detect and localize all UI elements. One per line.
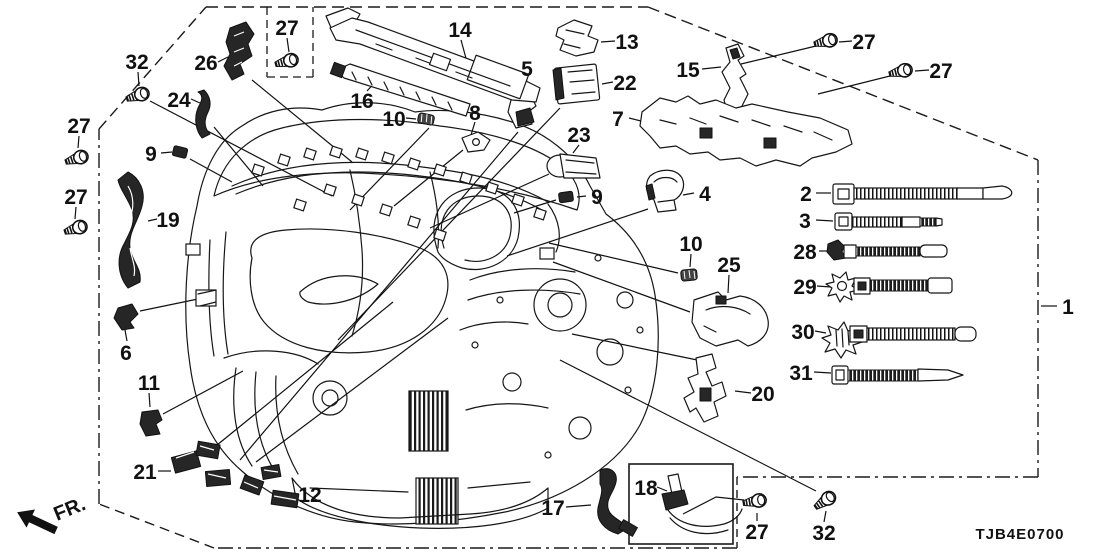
callout-7[interactable]: 7	[612, 108, 624, 131]
callout-13[interactable]: 13	[615, 31, 638, 54]
part-21-connector-cluster	[170, 440, 232, 488]
part-10-clips	[417, 112, 698, 282]
callout-11[interactable]: 11	[138, 372, 161, 395]
part-20-bracket	[683, 353, 727, 423]
part-25-bracket	[691, 291, 769, 347]
callout-12[interactable]: 12	[298, 484, 321, 507]
bolt-27-top-right-2	[886, 61, 915, 82]
callout-9-left[interactable]: 9	[145, 143, 157, 166]
callout-17[interactable]: 17	[541, 497, 564, 520]
callout-6[interactable]: 6	[120, 342, 132, 365]
callout-4[interactable]: 4	[699, 183, 711, 206]
callout-27-left-2[interactable]: 27	[64, 186, 87, 209]
fr-label: FR.	[51, 493, 89, 525]
bolt-32-top-left	[123, 84, 152, 107]
part-15-bracket	[721, 43, 749, 115]
cable-tie-2	[832, 183, 1013, 205]
callouts: 27 32 26 24 14 16 10 8 5 13 22 23 7 15 2…	[64, 17, 1074, 545]
part-16-harness-holder	[329, 61, 471, 117]
diagram-code: TJB4E0700	[975, 526, 1064, 543]
part-9-clips	[171, 145, 574, 204]
fr-arrow-icon	[17, 509, 58, 535]
callout-5[interactable]: 5	[521, 58, 533, 81]
callout-23[interactable]: 23	[567, 124, 590, 147]
diagram-border	[98, 6, 1039, 549]
part-6-clip	[113, 303, 139, 331]
bolt-32-bottom	[810, 487, 839, 514]
callout-15[interactable]: 15	[676, 59, 700, 82]
part-13-clip-bracket	[555, 19, 599, 57]
callout-9-right[interactable]: 9	[591, 186, 603, 209]
bolt-27-left-1	[62, 147, 91, 170]
part-box-18	[628, 463, 734, 545]
callout-27-tr-2[interactable]: 27	[929, 60, 952, 83]
part-23-connector	[546, 153, 601, 179]
cable-tie-31	[831, 365, 964, 385]
cable-tie-29	[825, 271, 953, 303]
cable-tie-30	[821, 321, 977, 359]
callout-3[interactable]: 3	[799, 210, 811, 233]
callout-30[interactable]: 30	[791, 321, 814, 344]
cable-tie-28	[826, 239, 948, 261]
callout-box-27	[266, 7, 314, 78]
callout-31[interactable]: 31	[789, 362, 813, 385]
bolt-27-bottom	[741, 491, 768, 511]
callout-8[interactable]: 8	[469, 102, 481, 125]
part-26-connector	[223, 21, 255, 81]
callout-22[interactable]: 22	[613, 72, 636, 95]
callout-1[interactable]: 1	[1062, 296, 1074, 319]
harness-connectors	[185, 145, 555, 307]
bolt-27-boxed	[272, 51, 301, 72]
callout-21[interactable]: 21	[133, 461, 157, 484]
part-17-harness	[597, 468, 638, 537]
bolt-27-top-right-1	[811, 31, 840, 52]
callout-10-right[interactable]: 10	[679, 233, 702, 256]
callout-20[interactable]: 20	[751, 383, 774, 406]
callout-32-top-left[interactable]: 32	[125, 51, 148, 74]
callout-10-top[interactable]: 10	[382, 108, 405, 131]
part-18-bracket	[661, 473, 743, 535]
callout-14[interactable]: 14	[448, 19, 472, 42]
callout-27-tr-1[interactable]: 27	[852, 31, 875, 54]
part-7-harness-bracket	[639, 95, 853, 167]
callout-26[interactable]: 26	[194, 52, 217, 75]
callout-16[interactable]: 16	[350, 90, 373, 113]
callout-32-bottom[interactable]: 32	[812, 522, 835, 545]
engine-assembly	[185, 102, 659, 529]
callout-27-bottom[interactable]: 27	[745, 521, 768, 544]
part-4-connector	[645, 169, 685, 213]
callout-27-boxed[interactable]: 27	[275, 17, 298, 40]
callout-27-left-1[interactable]: 27	[67, 115, 90, 138]
fr-direction: FR.	[17, 493, 89, 535]
callout-2[interactable]: 2	[800, 183, 812, 206]
cable-tie-3	[834, 212, 943, 231]
callout-18[interactable]: 18	[634, 477, 658, 500]
bolt-27-left-2	[61, 217, 90, 240]
callout-29[interactable]: 29	[793, 276, 816, 299]
callout-24[interactable]: 24	[167, 89, 191, 112]
callout-28[interactable]: 28	[793, 241, 817, 264]
part-24-bracket	[195, 89, 211, 139]
part-8-clip	[461, 131, 491, 153]
callout-19[interactable]: 19	[156, 209, 179, 232]
part-14-harness-holder	[325, 7, 541, 103]
part-12-connector-cluster	[239, 464, 300, 509]
part-19-harness-bracket	[117, 171, 144, 289]
part-11-clip	[139, 409, 163, 437]
part-22-connector-holder	[552, 63, 601, 105]
callout-25[interactable]: 25	[717, 254, 741, 277]
